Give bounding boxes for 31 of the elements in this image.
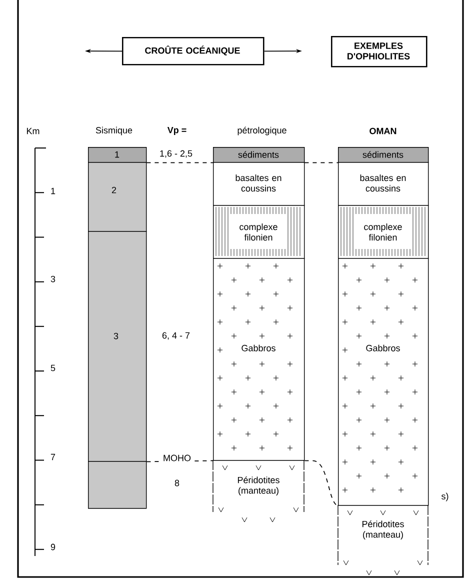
layer-box: sédiments (213, 147, 305, 163)
layer-box (88, 461, 147, 509)
edge-label: 1,6 - 2,5 (158, 149, 194, 159)
velocity-value: 8 (174, 480, 180, 486)
correlation-line (304, 460, 338, 506)
title-box: EXEMPLES D'OPHIOLITES (331, 36, 428, 68)
tick-label: 3 (50, 276, 56, 282)
layer-box: basaltes en coussins (213, 162, 305, 206)
tick-label: 5 (50, 364, 56, 372)
column-heading: Vp = (167, 126, 186, 136)
layer-box: sédiments (338, 147, 429, 163)
layer-box: complexe filonien (338, 205, 429, 259)
axis-label: Km (26, 128, 40, 134)
tick-label: 7 (50, 454, 56, 460)
column-heading: pétrologique (238, 126, 286, 136)
layer-box: 1 (88, 147, 147, 163)
column-heading: Sismique (96, 126, 132, 136)
note-text: s) (442, 492, 448, 502)
tick-label: 9 (50, 544, 56, 550)
layer-box: basaltes en coussins (338, 162, 429, 206)
layer-box: Péridotites (manteau) (338, 504, 428, 576)
correlation-line (146, 162, 214, 164)
velocity-value: 6, 4 - 7 (162, 332, 190, 340)
layer-box: 2 (88, 162, 147, 232)
column-heading: OMAN (370, 128, 396, 134)
correlation-line (304, 162, 338, 164)
title-box: CROÛTE OCÉANIQUE (122, 37, 264, 66)
layer-box: Péridotites (manteau) (212, 460, 304, 522)
tick-label: 1 (51, 188, 56, 194)
edge-label: MOHO (162, 454, 192, 462)
layer-box: complexe filonien (213, 205, 305, 259)
